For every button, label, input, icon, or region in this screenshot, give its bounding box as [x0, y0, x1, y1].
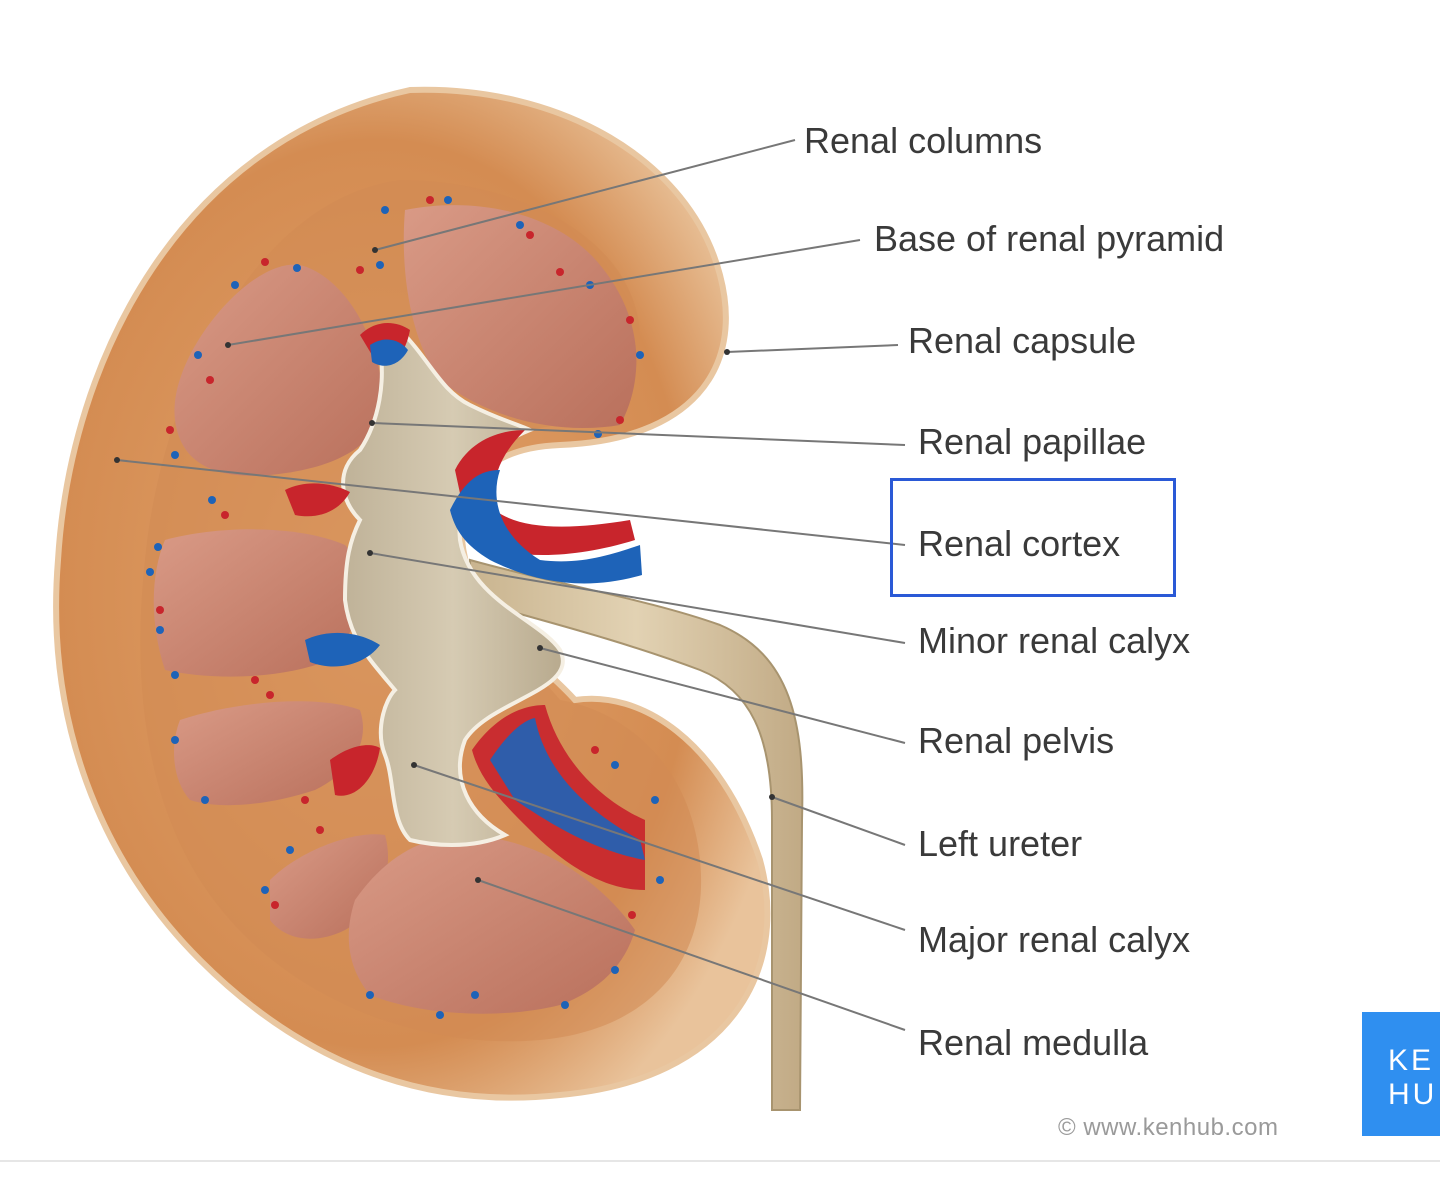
highlight-box-renal-cortex: [890, 478, 1176, 597]
leader-major-renal-calyx: [413, 764, 906, 931]
ureter-shape: [469, 558, 804, 1111]
label-minor-renal-calyx: Minor renal calyx: [918, 620, 1191, 661]
renal-vessels: [285, 323, 645, 890]
leader-lines: [116, 139, 906, 1031]
leader-minor-renal-calyx: [369, 552, 906, 644]
label-renal-medulla: Renal medulla: [918, 1022, 1149, 1063]
label-left-ureter: Left ureter: [918, 823, 1083, 864]
logo-line-2: HU: [1388, 1078, 1438, 1111]
leader-renal-papillae: [371, 422, 906, 446]
leader-renal-pelvis: [539, 647, 906, 744]
leader-renal-medulla: [477, 879, 906, 1031]
kenhub-logo[interactable]: KE HU: [1362, 1012, 1440, 1136]
leader-dots: [114, 247, 775, 883]
bottom-divider: [0, 1160, 1440, 1162]
label-renal-capsule: Renal capsule: [908, 320, 1137, 361]
vessel-dots: [146, 196, 664, 1019]
label-renal-papillae: Renal papillae: [918, 421, 1147, 462]
leader-renal-cortex: [116, 459, 906, 546]
label-major-renal-calyx: Major renal calyx: [918, 919, 1191, 960]
leader-renal-columns: [374, 139, 796, 251]
label-base-of-renal-pyramid: Base of renal pyramid: [874, 218, 1225, 259]
copyright-text: © www.kenhub.com: [1058, 1114, 1279, 1141]
label-renal-columns: Renal columns: [804, 120, 1043, 161]
label-renal-pelvis: Renal pelvis: [918, 720, 1115, 761]
leader-base-of-renal-pyramid: [227, 239, 861, 346]
logo-line-1: KE: [1388, 1044, 1435, 1077]
leader-left-ureter: [771, 796, 906, 846]
label-renal-cortex: Renal cortex: [918, 523, 1121, 564]
leader-renal-capsule: [726, 344, 899, 353]
